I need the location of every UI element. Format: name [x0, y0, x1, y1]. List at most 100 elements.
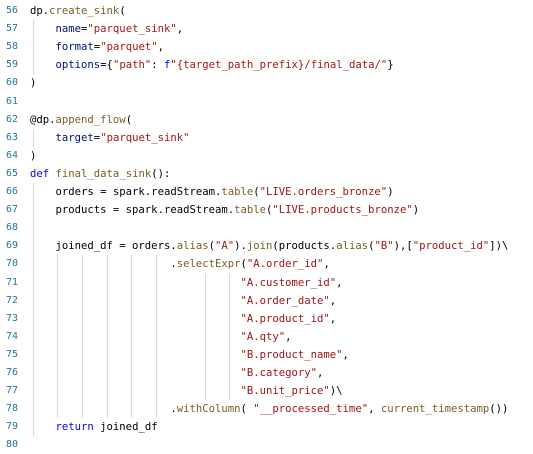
indent [30, 313, 240, 325]
code-line: "B.category", [30, 364, 323, 382]
code-token: "A.order_id" [246, 258, 324, 271]
code-line: target="parquet_sink" [30, 129, 190, 147]
code-token: ( [125, 113, 133, 126]
code-token: . [170, 403, 177, 416]
code-token: create_sink [49, 5, 120, 17]
code-line: options={"path": f"{target_path_prefix}/… [30, 56, 394, 74]
code-token: "product_id" [412, 240, 490, 253]
code-token: , [285, 330, 292, 343]
code-token: alias [336, 240, 369, 253]
code-token: ) [387, 186, 394, 198]
code-token: final_data_sink [55, 167, 152, 180]
code-token: , [329, 294, 337, 307]
line-number: 69 [5, 240, 18, 252]
code-token: ( [253, 186, 260, 198]
code-token: , [368, 403, 381, 416]
code-token: (): [151, 167, 171, 180]
code-token: table [221, 186, 254, 198]
code-token: ()) [489, 403, 509, 416]
code-token: "parquet_sink" [87, 23, 177, 36]
code-token: "parquet" [100, 41, 158, 54]
code-token: "LIVE.orders_bronze" [259, 186, 388, 198]
code-token: "B.unit_price" [240, 385, 330, 398]
code-token: , [342, 348, 349, 361]
indent-guide [205, 273, 206, 401]
code-token: ) [30, 77, 37, 90]
indent [30, 385, 240, 397]
indent-guide [131, 255, 132, 419]
code-line: name="parquet_sink", [30, 20, 184, 38]
code-token: ( [266, 204, 273, 217]
code-line: return joined_df [30, 418, 158, 436]
code-token: (products. [272, 240, 337, 253]
code-token: "{target_path_prefix}/final_data/" [170, 59, 388, 72]
code-token: "__processed_time" [253, 403, 369, 416]
indent-guide [156, 255, 157, 419]
code-token: joined_df [93, 421, 158, 434]
code-token: products = spark.readStream. [55, 204, 235, 217]
code-line: ) [30, 147, 36, 165]
code-token: ( [119, 5, 126, 17]
indent [30, 349, 240, 361]
code-token: . [42, 5, 50, 17]
code-token: format [55, 41, 94, 54]
code-line: "A.order_date", [30, 292, 336, 310]
code-line: products = spark.readStream.table("LIVE.… [30, 201, 420, 219]
line-number: 74 [5, 330, 18, 342]
line-number: 56 [5, 5, 18, 16]
line-number: 67 [5, 204, 18, 216]
line-number: 63 [5, 131, 18, 143]
indent [30, 403, 170, 415]
line-number: 65 [5, 167, 18, 179]
code-line: .withColumn( "__processed_time", current… [30, 400, 508, 418]
code-token: , [329, 312, 337, 325]
code-token: ( [208, 240, 215, 253]
code-token: current_timestamp [380, 403, 490, 416]
code-token: def [30, 167, 50, 180]
code-token: , [336, 276, 343, 289]
line-number: 66 [5, 186, 18, 197]
line-number: 73 [5, 312, 18, 324]
code-token: table [234, 204, 266, 217]
code-token: f [163, 59, 171, 72]
code-token: "A.order_date" [240, 294, 330, 307]
code-token: @dp. [30, 113, 56, 126]
code-line: def final_data_sink(): [30, 165, 170, 183]
code-token: join [246, 240, 273, 253]
code-token: withColumn [176, 403, 241, 416]
code-line: .selectExpr("A.order_id", [30, 255, 330, 273]
code-line: "B.product_name", [30, 346, 349, 364]
code-line: ) [30, 74, 36, 92]
code-token: , [317, 367, 324, 379]
indent [30, 367, 240, 379]
code-token: , [157, 41, 164, 54]
code-token: , [176, 23, 184, 36]
code-line: orders = spark.readStream.table("LIVE.or… [30, 183, 394, 201]
code-line: "A.product_id", [30, 310, 336, 328]
line-number: 60 [5, 77, 18, 89]
line-number: 71 [5, 276, 18, 288]
code-token: ),[ [393, 240, 413, 253]
code-token: ={ [100, 59, 113, 72]
code-token: "parquet_sink" [100, 131, 190, 144]
line-number: 75 [5, 348, 18, 360]
line-number: 78 [5, 403, 18, 415]
indent [30, 295, 240, 307]
line-number: 68 [5, 222, 18, 234]
code-token: , [323, 258, 330, 271]
indent-guide [33, 183, 34, 437]
code-line: "A.qty", [30, 328, 292, 346]
code-token: : [151, 59, 164, 72]
code-token: . [170, 258, 177, 271]
code-token: "A.customer_id" [240, 276, 337, 289]
indent-guide [57, 255, 58, 419]
line-number: 70 [5, 258, 18, 270]
line-number: 64 [5, 149, 18, 161]
code-token: "B.product_name" [240, 348, 343, 361]
indent-guide [107, 255, 108, 419]
code-token: "path" [112, 59, 152, 72]
code-line: @dp.append_flow( [30, 111, 132, 129]
code-line: format="parquet", [30, 38, 164, 56]
